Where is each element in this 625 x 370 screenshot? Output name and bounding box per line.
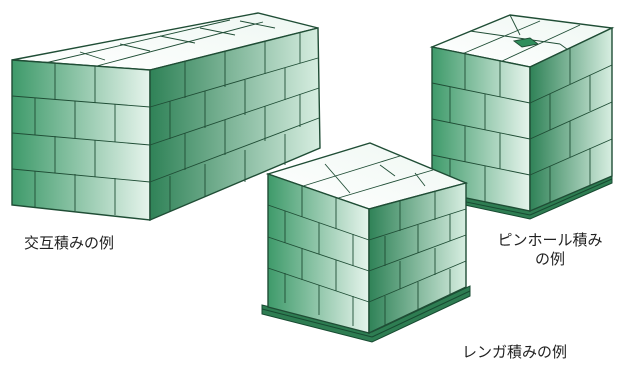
caption-pinwheel-stacking: ピンホール積み の例 [480,231,620,269]
pinwheel-side-courses [529,48,613,202]
caption-alternate-stacking: 交互積みの例 [24,234,115,252]
brick-side-courses [368,191,467,326]
caption-pinwheel-line2: の例 [534,250,565,268]
caption-brick-stacking: レンガ積みの例 [462,343,568,361]
alternate-stack-front-courses [11,63,151,215]
brick-side [368,182,467,335]
alternate-stack-side-courses [149,32,320,211]
brick-front-courses [267,186,370,326]
pinwheel-center-hole [512,37,540,48]
brick-top-grid [299,155,434,200]
brick-stack [261,142,471,343]
alternate-stack [11,12,321,222]
alternate-stack-top-grid [44,19,276,68]
caption-pinwheel-line1: ピンホール積み [497,231,603,249]
pinwheel-front-courses [431,54,531,202]
pinwheel-side [529,26,613,213]
alternate-stack-side [149,27,321,222]
pinwheel-stack [429,14,615,220]
alternate-stack-front [11,59,151,221]
